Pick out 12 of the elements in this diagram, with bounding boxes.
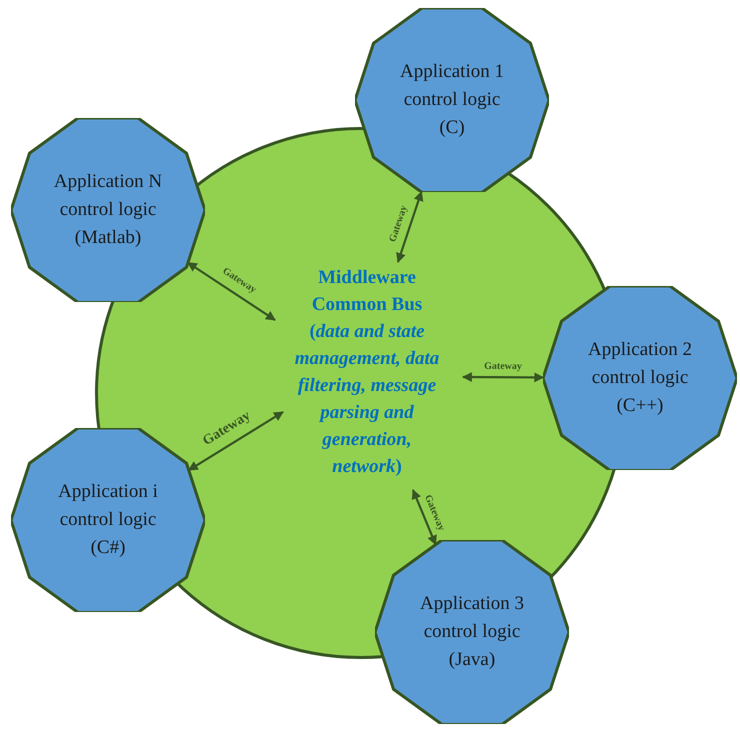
- double-arrow: [187, 262, 276, 321]
- bus-description: (data and state management, data filtering, message parsing and generation, network): [294, 320, 440, 479]
- edge-label: Gateway: [484, 362, 522, 372]
- application-label: Application i control logic (C#): [57, 480, 159, 560]
- application-label: Application 2 control logic (C++): [587, 338, 693, 418]
- double-arrow: [412, 489, 437, 546]
- double-arrow: [462, 372, 544, 382]
- double-arrow: [188, 411, 284, 472]
- application-label: Application N control logic (Matlab): [52, 170, 164, 250]
- application-label: Application 3 control logic (Java): [419, 592, 525, 672]
- application-label: Application 1 control logic (C): [399, 60, 505, 140]
- double-arrow: [396, 190, 424, 263]
